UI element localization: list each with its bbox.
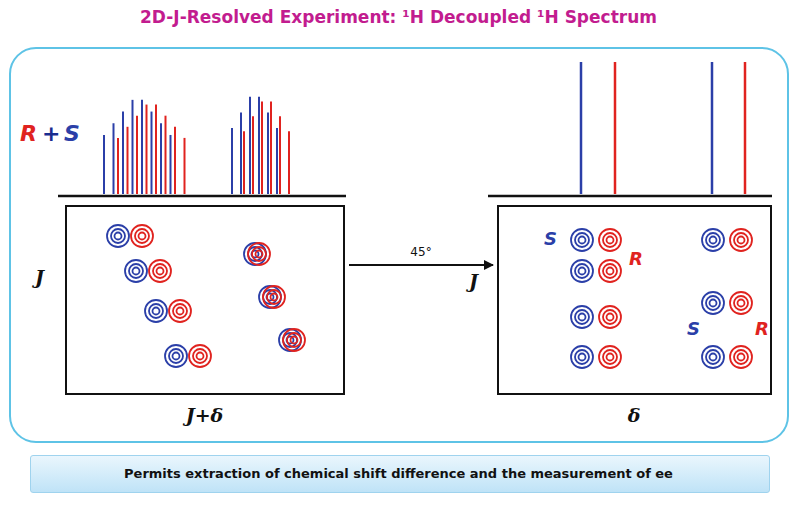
- j-delta-plot: JJ+δ: [65, 205, 345, 395]
- axis-label: J: [35, 267, 44, 288]
- axis-label: J: [469, 271, 478, 292]
- caption-text: Permits extraction of chemical shift dif…: [124, 467, 673, 481]
- delta-plot: JδSRSR: [497, 205, 772, 395]
- rotation-arrow: [349, 264, 493, 266]
- axis-label: R: [629, 249, 643, 269]
- contour-peaks: [107, 225, 752, 368]
- axis-label: S: [687, 319, 700, 339]
- spectrum-peaks: [104, 62, 745, 194]
- axis-label: S: [544, 229, 557, 249]
- title: 2D-J-Resolved Experiment: ¹H Decoupled ¹…: [0, 8, 797, 27]
- axis-label: J+δ: [186, 405, 224, 426]
- conclusion-band: Permits extraction of chemical shift dif…: [30, 455, 770, 493]
- edge-label: 45°: [410, 246, 431, 259]
- spectrum-label: R: [20, 122, 37, 146]
- axis-label: δ: [628, 405, 641, 426]
- spectrum-label: S: [64, 122, 80, 146]
- axis-label: R: [755, 319, 769, 339]
- baseline: [58, 195, 346, 198]
- spectrum-label: +: [42, 122, 60, 146]
- outer-frame: [10, 48, 788, 442]
- baseline: [488, 195, 772, 198]
